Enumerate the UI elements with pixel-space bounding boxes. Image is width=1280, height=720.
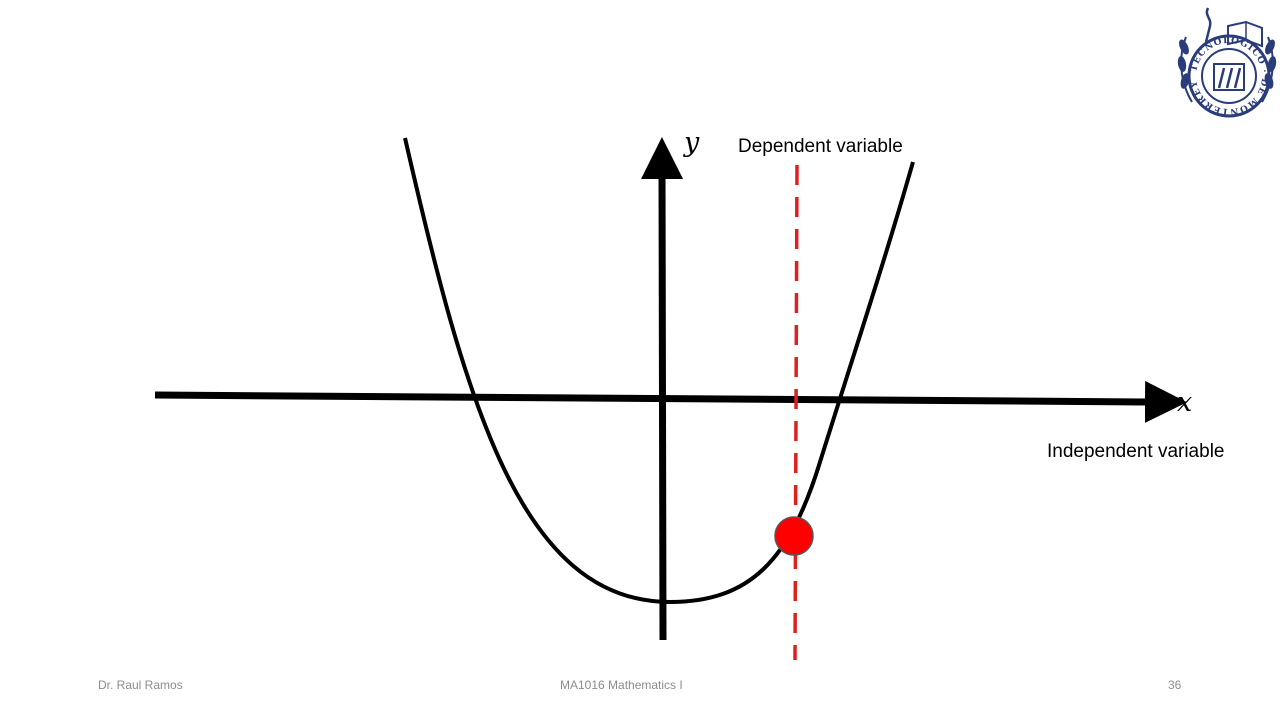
x-axis-symbol: x bbox=[1177, 387, 1192, 418]
y-axis bbox=[641, 137, 684, 641]
y-axis-description: Dependent variable bbox=[738, 136, 903, 157]
parabola-curve bbox=[403, 137, 915, 605]
y-axis-symbol: y bbox=[683, 127, 700, 158]
point-on-curve bbox=[774, 516, 814, 556]
footer-author: Dr. Raul Ramos bbox=[98, 678, 183, 692]
x-axis-description: Independent variable bbox=[1047, 441, 1224, 462]
footer-course: MA1016 Mathematics I bbox=[560, 678, 683, 692]
institution-seal-logo: TECNOLOGICO · DE MONTERREY bbox=[1177, 7, 1277, 118]
x-axis bbox=[154, 380, 1187, 423]
footer-page-number: 36 bbox=[1168, 678, 1182, 692]
vertical-dashed-line bbox=[793, 164, 799, 661]
